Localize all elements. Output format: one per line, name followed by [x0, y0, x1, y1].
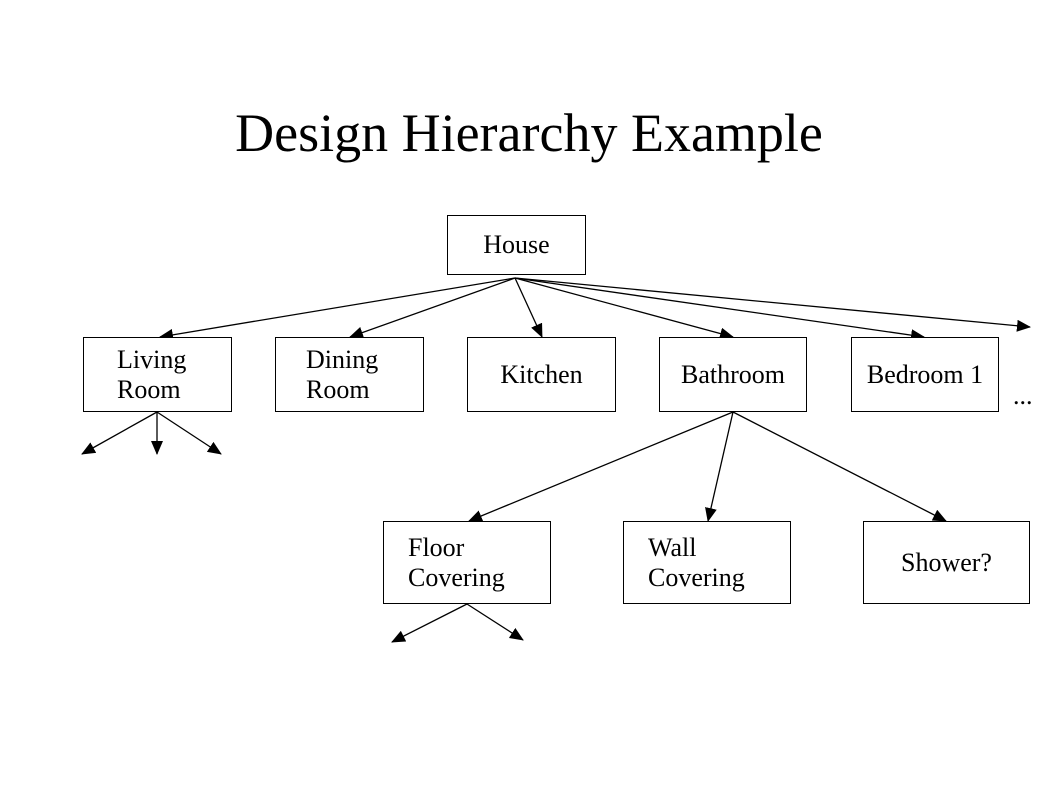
edge-house-bedroom-1 — [514, 277, 925, 342]
more-children-ellipsis: ... — [1013, 381, 1033, 410]
node-bathroom: Bathroom — [659, 337, 807, 412]
edge-house-more — [514, 277, 1031, 332]
edge-house-bathroom — [514, 277, 734, 340]
node-shower: Shower? — [863, 521, 1030, 604]
node-bedroom-1: Bedroom 1 — [851, 337, 999, 412]
node-dining-room-label: Dining Room — [306, 344, 379, 404]
edge-house-kitchen — [514, 277, 543, 338]
node-shower-label: Shower? — [901, 547, 992, 577]
node-kitchen-label: Kitchen — [500, 359, 583, 389]
node-floor-covering: Floor Covering — [383, 521, 551, 604]
edge-floor-covering-child-2 — [466, 603, 524, 641]
node-bathroom-label: Bathroom — [681, 359, 785, 389]
edge-bathroom-floor-covering — [468, 411, 734, 522]
edge-house-living-room — [159, 277, 516, 341]
page-title: Design Hierarchy Example — [235, 103, 823, 163]
edge-bathroom-wall-covering — [705, 411, 734, 522]
node-wall-covering: Wall Covering — [623, 521, 791, 604]
node-dining-room: Dining Room — [275, 337, 424, 412]
edge-house-dining-room — [349, 277, 516, 339]
node-floor-covering-label: Floor Covering — [408, 532, 505, 592]
edge-bathroom-shower — [732, 411, 947, 522]
edge-floor-covering-child-1 — [391, 603, 468, 643]
node-house-label: House — [483, 230, 550, 259]
node-kitchen: Kitchen — [467, 337, 616, 412]
node-wall-covering-label: Wall Covering — [648, 532, 745, 592]
edge-living-room-child-3 — [156, 411, 222, 455]
edge-living-room-child-1 — [81, 411, 158, 455]
node-house: House — [447, 215, 586, 275]
node-living-room: Living Room — [83, 337, 232, 412]
node-bedroom-1-label: Bedroom 1 — [866, 359, 984, 389]
node-living-room-label: Living Room — [117, 344, 187, 404]
